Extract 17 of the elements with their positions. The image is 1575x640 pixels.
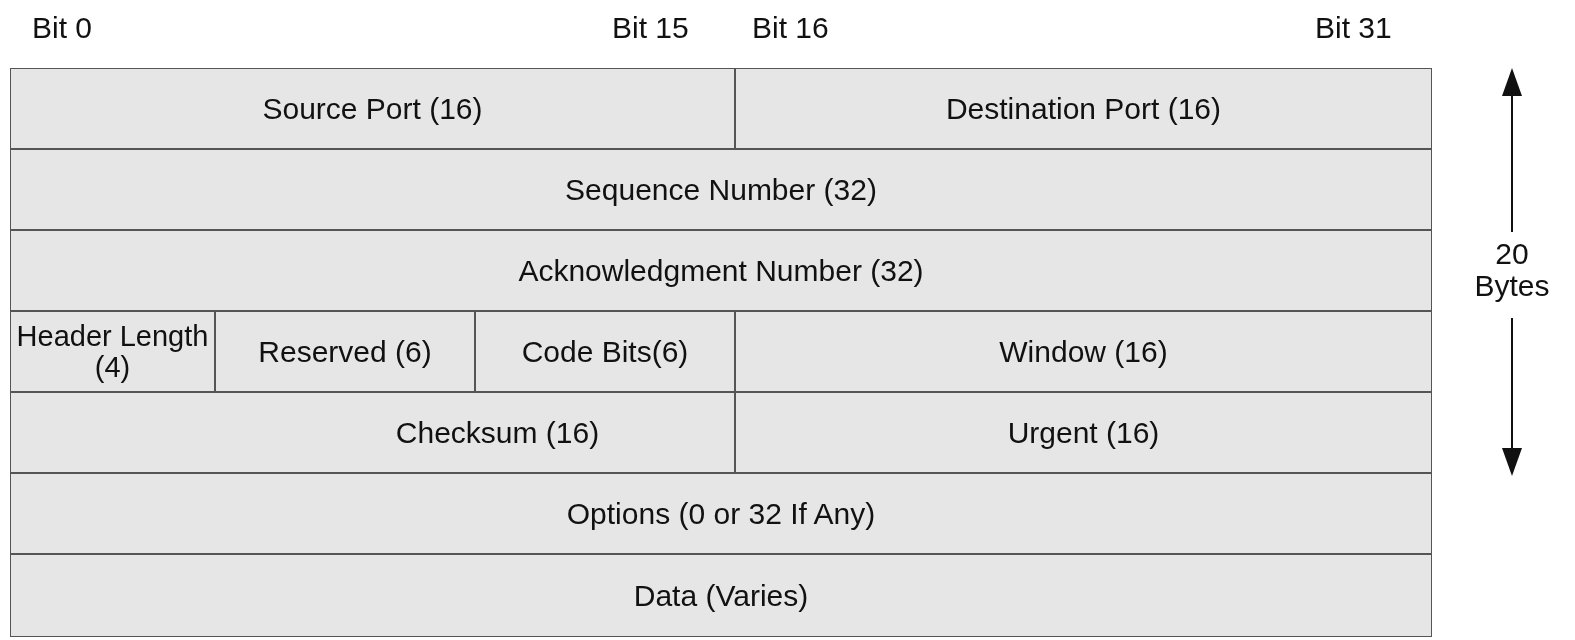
bit-label: Bit 0 <box>32 12 93 44</box>
header-field: Urgent (16) <box>735 392 1432 473</box>
size-label: 20 Bytes <box>1473 238 1551 301</box>
header-field: Code Bits(6) <box>475 311 735 392</box>
header-field: Acknowledgment Number (32) <box>10 230 1432 311</box>
header-field: Checksum (16) <box>10 392 735 473</box>
header-field: Data (Varies) <box>10 554 1432 637</box>
header-field: Window (16) <box>735 311 1432 392</box>
bit-label: Bit 16 <box>752 12 829 44</box>
bit-label: Bit 15 <box>612 12 689 44</box>
header-field: Reserved (6) <box>215 311 475 392</box>
header-field: Header Length (4) <box>10 311 215 392</box>
header-field: Options (0 or 32 If Any) <box>10 473 1432 554</box>
header-field: Sequence Number (32) <box>10 149 1432 230</box>
header-field: Source Port (16) <box>10 68 735 149</box>
header-field: Destination Port (16) <box>735 68 1432 149</box>
bit-label: Bit 31 <box>1315 12 1392 44</box>
